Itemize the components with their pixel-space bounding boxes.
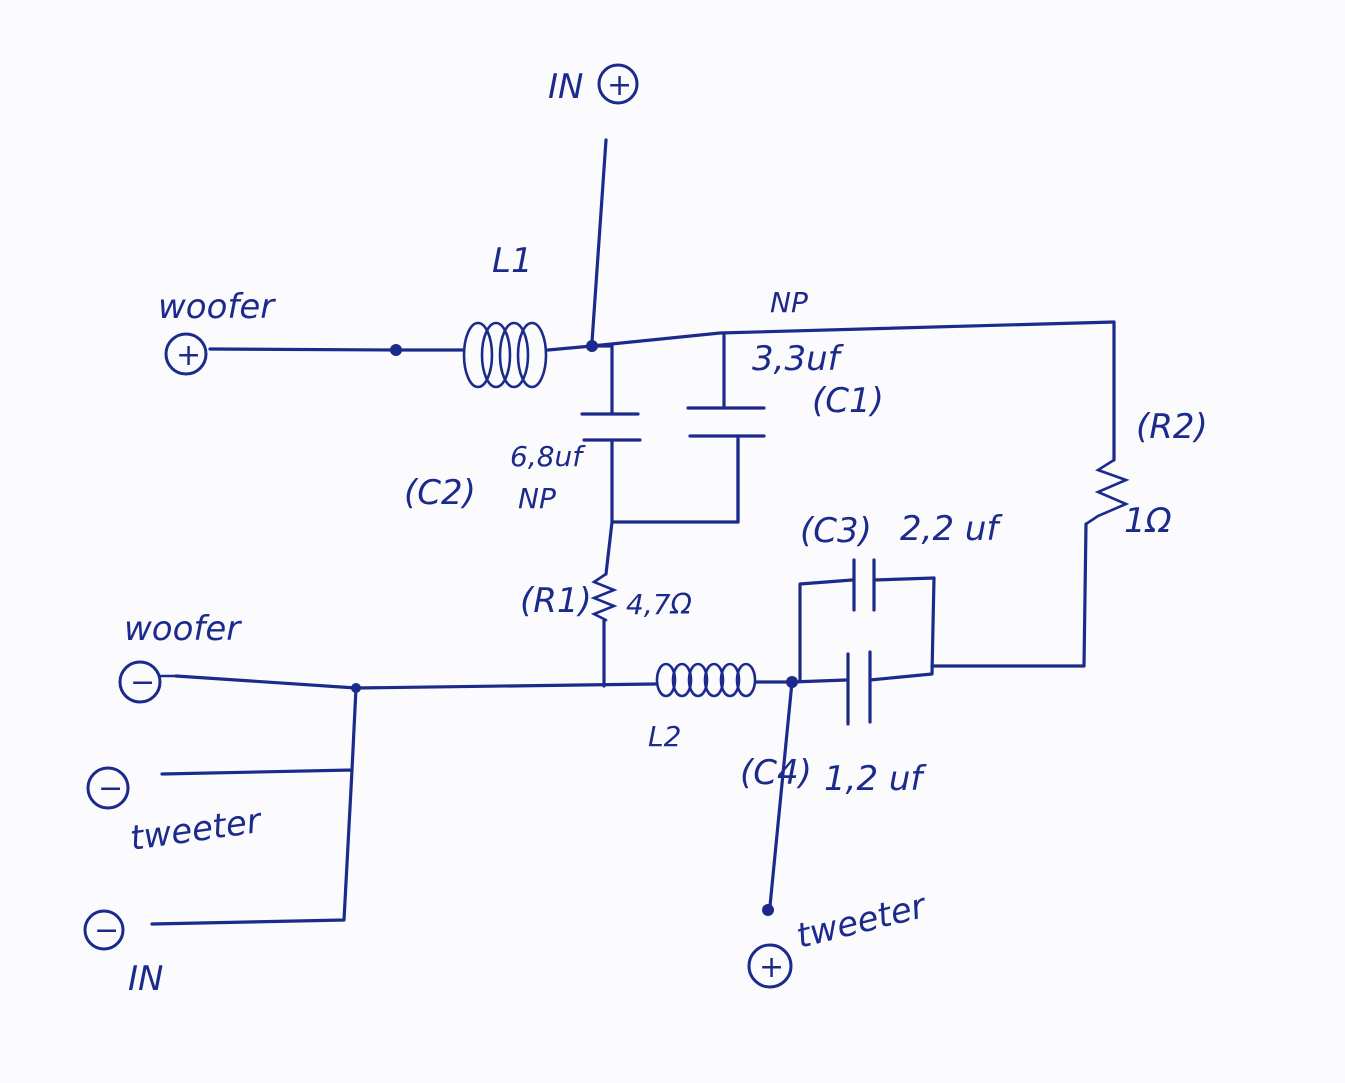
wire-c3-left <box>798 578 854 682</box>
minus-sign: − <box>94 913 119 948</box>
in-minus-terminal: − <box>83 909 125 951</box>
c2-name-label: (C2) <box>404 473 476 513</box>
c1-name-label: (C1) <box>812 381 884 421</box>
wire-bottom-bus <box>174 674 658 690</box>
tweeter-plus-label: tweeter <box>793 886 932 957</box>
node <box>762 904 774 916</box>
r1-value-label: 4,7Ω <box>626 588 693 621</box>
r1-resistor <box>590 572 618 622</box>
woofer-minus-label: woofer <box>124 609 242 649</box>
wire-c4-left <box>790 678 848 684</box>
node <box>390 344 402 356</box>
wire-r2-bottom <box>930 522 1088 668</box>
c3-name-label: (C3) <box>800 511 872 551</box>
c2-np-label: NP <box>518 482 556 515</box>
l1-label: L1 <box>492 241 533 281</box>
tweeter-minus-terminal: − <box>86 766 130 810</box>
minus-sign: − <box>130 665 155 700</box>
woofer-plus-terminal: + <box>164 332 208 376</box>
c2-value-label: 6,8uf <box>510 440 586 473</box>
r2-value-label: 1Ω <box>1124 501 1172 541</box>
plus-sign: + <box>759 950 784 985</box>
r1-name-label: (R1) <box>520 581 592 621</box>
c3-value-label: 2,2 uf <box>900 509 1003 549</box>
in-plus-terminal: + <box>597 63 639 105</box>
wire-in-plus <box>590 138 608 344</box>
c1-np-label: NP <box>770 286 808 319</box>
wire-c2-box <box>610 438 740 524</box>
plus-sign: + <box>176 338 201 373</box>
in-minus-label: IN <box>128 959 163 999</box>
wire-c3-right <box>872 576 936 582</box>
tweeter-plus-terminal: + <box>747 943 793 989</box>
tweeter-minus-label: tweeter <box>128 801 265 859</box>
wire-top-bus <box>590 320 1116 462</box>
l1-inductor <box>462 321 548 389</box>
plus-sign: + <box>607 68 632 103</box>
wire-tweeter-plus <box>768 680 794 908</box>
woofer-minus-terminal: − <box>118 660 162 704</box>
l2-inductor <box>655 662 757 698</box>
wire-c4-right <box>868 576 936 682</box>
wire-woofer-plus <box>208 347 398 352</box>
c4-value-label: 1,2 uf <box>824 759 927 799</box>
wire-tweeter-minus <box>160 686 358 776</box>
in-plus-label: IN <box>548 67 583 107</box>
l2-label: L2 <box>648 720 681 753</box>
r2-name-label: (R2) <box>1136 407 1208 447</box>
minus-sign: − <box>98 771 123 806</box>
r2-resistor <box>1084 458 1130 526</box>
c4-name-label: (C4) <box>740 753 812 793</box>
wire-c2-top <box>590 344 614 416</box>
c1-value-label: 3,3uf <box>752 339 845 379</box>
wire-l1-out <box>546 344 594 352</box>
woofer-plus-label: woofer <box>158 287 276 327</box>
wire-in-minus <box>150 768 354 926</box>
wire-r1-top <box>604 520 614 576</box>
